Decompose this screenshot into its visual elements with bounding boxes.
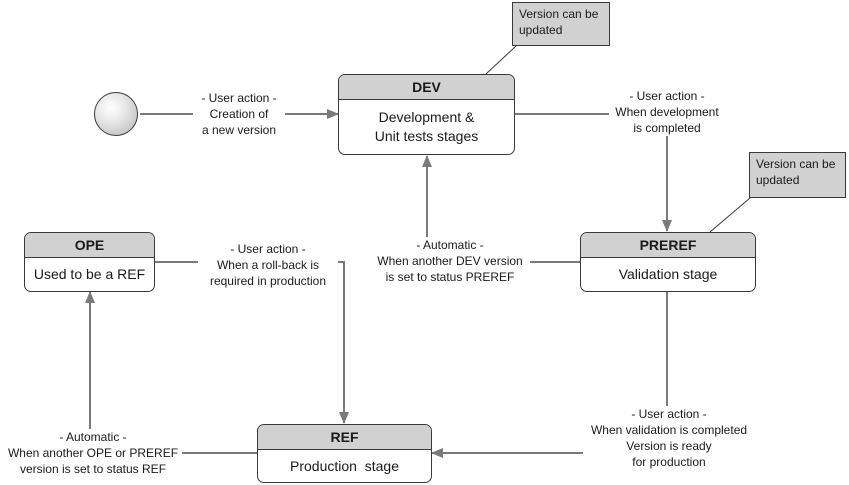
state-ref-description: Production stage (290, 457, 399, 474)
label-preref-to-ref: - User action - When validation is compl… (583, 406, 755, 470)
label-line: - User action - (631, 407, 707, 421)
label-line: Creation of (209, 107, 269, 121)
state-preref-title: PREREF (581, 233, 755, 258)
state-ope-title: OPE (25, 233, 154, 258)
label-line: Version is ready (626, 439, 712, 453)
note-dev-line: updated (519, 23, 563, 37)
initial-state-node (94, 92, 138, 136)
label-line: - User action - (629, 89, 705, 103)
label-line: When a roll-back is (216, 258, 320, 272)
label-line: When development (615, 105, 719, 119)
state-preref-description: Validation stage (618, 266, 718, 282)
label-line: When another DEV version (377, 254, 523, 268)
note-preref-line: Version can be (756, 157, 836, 171)
state-dev-title: DEV (339, 75, 514, 100)
note-preref-line: updated (756, 173, 800, 187)
state-preref: PREREF Validation stage (580, 232, 756, 292)
label-start-to-dev: - User action - Creation of a new versio… (193, 90, 285, 138)
note-dev: Version can be updated (512, 2, 610, 46)
label-line: When validation is completed (590, 423, 748, 437)
label-line: When another OPE or PREREF (7, 446, 179, 460)
state-dev-desc-line: Development & (378, 109, 475, 125)
note-preref-connector (709, 197, 751, 233)
state-dev: DEV Development & Unit tests stages (338, 74, 515, 155)
state-ope-description: Used to be a REF (33, 266, 146, 282)
label-line: version is set to status REF (19, 462, 167, 476)
label-line: - Automatic - (416, 238, 484, 252)
state-dev-desc-line: Unit tests stages (374, 128, 479, 144)
state-ope: OPE Used to be a REF (24, 232, 155, 292)
note-preref: Version can be updated (749, 152, 846, 198)
label-line: - User action - (201, 91, 277, 105)
label-line: for production (632, 455, 706, 469)
note-dev-connector (485, 45, 517, 75)
note-dev-line: Version can be (519, 7, 599, 21)
label-dev-to-preref: - User action - When development is comp… (609, 88, 725, 136)
label-line: is completed (633, 121, 701, 135)
label-line: - Automatic - (59, 430, 127, 444)
state-ref-title: REF (258, 425, 431, 450)
label-ref-to-ope: - Automatic - When another OPE or PREREF… (4, 429, 182, 477)
label-line: is set to status PREREF (385, 270, 515, 284)
label-preref-to-dev: - Automatic - When another DEV version i… (370, 237, 530, 285)
state-ref: REF Production stage (257, 424, 432, 483)
label-line: a new version (201, 123, 277, 137)
state-dev-description: Development & Unit tests stages (339, 100, 514, 154)
label-line: required in production (209, 274, 327, 288)
label-ope-to-ref: - User action - When a roll-back is requ… (198, 241, 338, 289)
label-line: - User action - (230, 242, 306, 256)
